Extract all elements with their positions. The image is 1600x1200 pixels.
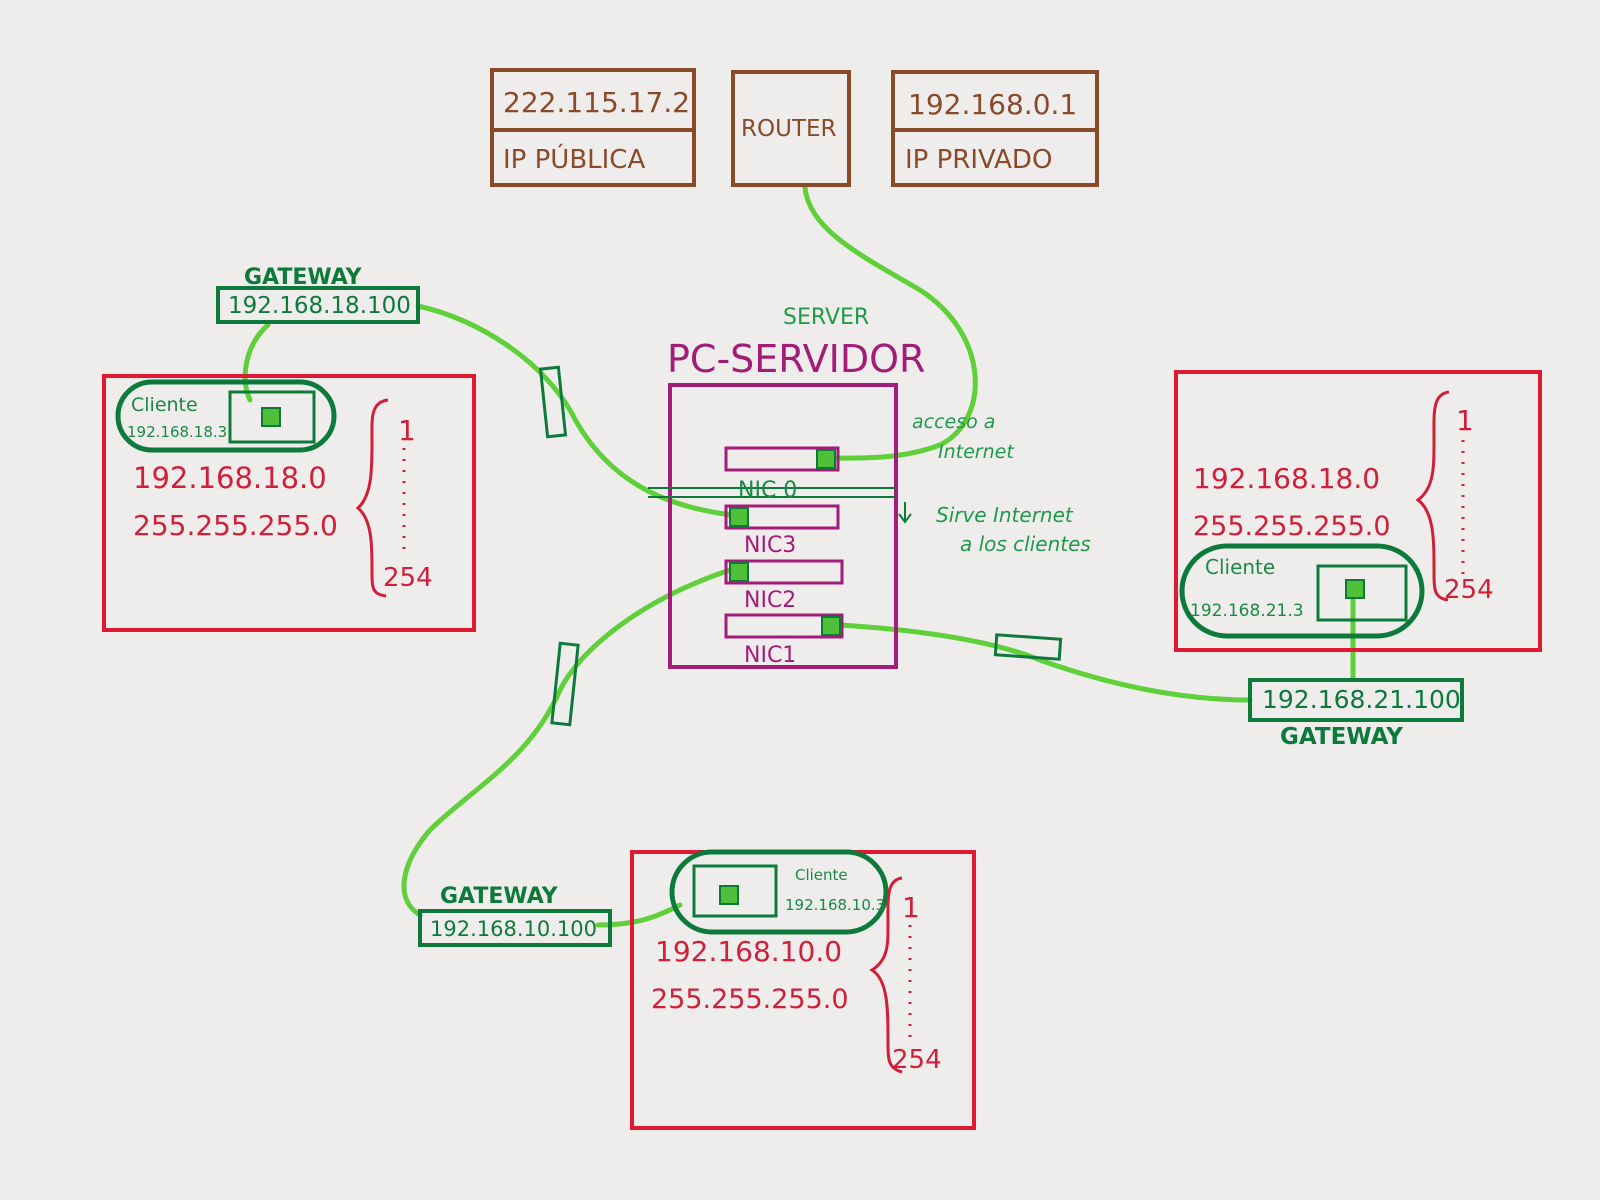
left-gateway-ip: 192.168.18.100	[228, 293, 411, 319]
right-gateway-ip: 192.168.21.100	[1262, 685, 1461, 714]
router-label: ROUTER	[741, 116, 837, 142]
nic3-label: NIC3	[744, 533, 796, 558]
private-ip-text: 192.168.0.1	[908, 88, 1077, 121]
bottom-client-label: Cliente	[795, 866, 848, 884]
public-ip-box	[490, 68, 696, 187]
public-ip-text: 222.115.17.2	[503, 86, 690, 119]
clip-left	[538, 365, 568, 439]
nic0-slot	[724, 446, 840, 472]
note-internet-line2: Internet	[938, 441, 1015, 463]
nic0-label: NIC 0	[738, 478, 797, 503]
nic2-label: NIC2	[744, 588, 796, 613]
right-network-address: 192.168.18.0	[1193, 462, 1380, 495]
nic3-port	[729, 507, 749, 527]
left-client-pc	[228, 390, 316, 444]
server-box	[668, 383, 898, 669]
right-range-end: 254	[1444, 575, 1494, 605]
left-subnet-mask: 255.255.255.0	[133, 509, 338, 542]
cable-left-gateway-to-nic3	[415, 303, 735, 518]
private-ip-label: IP PRIVADO	[905, 145, 1052, 175]
nic0-port	[816, 449, 836, 469]
left-client-label: Cliente	[131, 394, 198, 416]
left-network-address: 192.168.18.0	[133, 461, 327, 495]
nic2-port	[729, 562, 749, 582]
bottom-client-ip: 192.168.10.3	[785, 896, 885, 914]
clip-right	[993, 633, 1063, 661]
note-clients-line1: Sirve Internet	[936, 503, 1074, 527]
cable-left-gateway-to-client	[242, 322, 271, 403]
bottom-range-brace	[869, 876, 903, 1074]
right-subnet-box	[1174, 370, 1542, 652]
router-group: 222.115.17.2 IP PÚBLICA ROUTER 192.168.0…	[490, 68, 1099, 187]
cables	[242, 185, 1356, 928]
server-small-label: SERVER	[783, 305, 869, 330]
bottom-gateway-ip: 192.168.10.100	[430, 917, 597, 941]
left-subnet: GATEWAY 192.168.18.100 Cliente 192.168.1…	[102, 265, 476, 632]
bottom-range-end: 254	[892, 1045, 942, 1075]
note-internet-line1: acceso a	[912, 411, 995, 433]
right-client-port	[1345, 579, 1365, 599]
bottom-subnet: GATEWAY 192.168.10.100 Cliente 192.168.1…	[418, 849, 976, 1130]
right-client-capsule	[1179, 543, 1425, 639]
cable-clips	[538, 365, 1063, 727]
left-client-port	[261, 407, 281, 427]
left-range-start: 1	[398, 414, 416, 447]
cable-nic1-to-right-gateway	[837, 622, 1253, 703]
server-title: PC-SERVIDOR	[667, 337, 925, 381]
clip-bottom	[550, 641, 580, 727]
right-client-label: Cliente	[1205, 555, 1275, 579]
left-subnet-box	[102, 374, 476, 632]
cable-router-to-nic0	[802, 185, 978, 461]
nic3-slot	[724, 504, 840, 530]
left-gateway-box	[216, 286, 420, 324]
right-range-start: 1	[1456, 404, 1474, 437]
note-clients-line2: a los clientes	[960, 532, 1091, 556]
nic2-slot	[724, 559, 844, 585]
nic1-slot	[724, 613, 844, 639]
left-client-capsule	[115, 379, 337, 453]
right-subnet: 192.168.18.0 255.255.255.0 1 254 Cliente…	[1174, 370, 1542, 750]
left-gateway-label: GATEWAY	[244, 265, 363, 290]
bottom-client-port	[719, 885, 739, 905]
bottom-gateway-box	[418, 909, 612, 947]
bottom-client-capsule	[669, 849, 889, 935]
left-range-brace	[355, 398, 389, 598]
right-gateway-box	[1248, 678, 1464, 722]
right-client-pc	[1316, 564, 1408, 622]
bottom-network-address: 192.168.10.0	[655, 935, 842, 968]
router-box	[731, 70, 851, 187]
bottom-subnet-mask: 255.255.255.0	[651, 984, 849, 1015]
right-range-brace	[1415, 390, 1450, 602]
right-gateway-label: GATEWAY	[1280, 724, 1403, 750]
cable-nic2-to-bottom-gateway	[401, 567, 733, 918]
public-ip-label: IP PÚBLICA	[503, 143, 645, 175]
right-client-ip: 192.168.21.3	[1190, 601, 1304, 621]
bottom-gateway-label: GATEWAY	[440, 884, 559, 909]
server-group: SERVER PC-SERVIDOR NIC 0 NIC3 NIC2 NIC1 …	[648, 305, 1091, 669]
bottom-range-start: 1	[902, 891, 920, 924]
left-range-end: 254	[383, 563, 433, 593]
nic1-label: NIC1	[744, 643, 796, 668]
right-subnet-mask: 255.255.255.0	[1193, 511, 1391, 542]
bottom-client-pc	[692, 864, 778, 918]
nic1-port	[821, 616, 841, 636]
left-client-ip: 192.168.18.3	[127, 423, 227, 441]
